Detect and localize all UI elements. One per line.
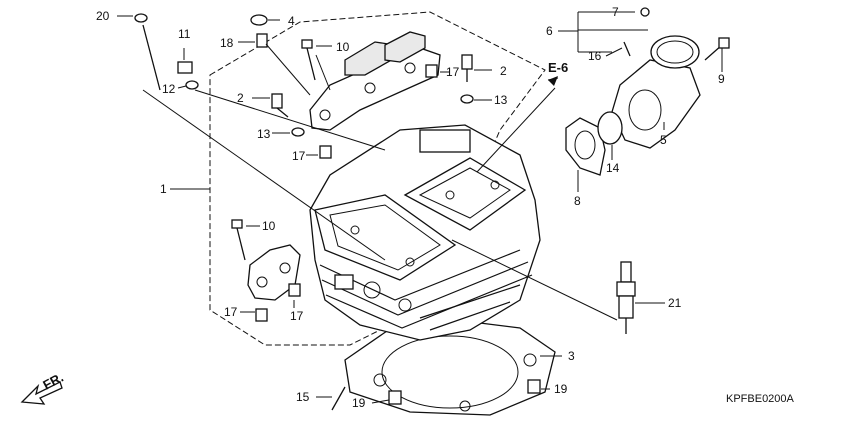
intake-insulator-part [565,7,730,176]
rocker-holder-lower [247,244,301,301]
callout-17-lower-right: 17 [290,309,304,323]
callout-13-upper-right: 13 [494,93,508,107]
spark-plug-part [616,261,636,334]
callout-14: 14 [606,161,620,175]
callout-1: 1 [160,182,167,196]
callout-20: 20 [96,9,110,23]
callout-12: 12 [162,82,176,96]
callout-17-upper-right: 17 [446,65,460,79]
arrow-down-left-icon [20,381,63,405]
callout-19-left: 19 [352,396,366,410]
leader-lines [117,11,723,404]
callout-2-left: 2 [237,91,244,105]
callout-19-right: 19 [554,382,568,396]
callout-13-left: 13 [257,127,271,141]
stud-bolt-part [134,13,161,91]
callout-6: 6 [546,24,553,38]
callout-17-lower-left: 17 [224,305,238,319]
callout-21: 21 [668,296,682,310]
rocker-holder-upper [309,31,441,131]
callout-8: 8 [574,194,581,208]
reference-e6: E-6 [548,60,568,75]
callout-9: 9 [718,72,725,86]
callout-7: 7 [612,5,619,19]
callout-15: 15 [296,390,310,404]
callout-3: 3 [568,349,575,363]
reference-arrowhead [548,76,558,86]
callout-4: 4 [288,14,295,28]
fastener-parts [177,14,541,411]
callout-5: 5 [660,133,667,147]
cylinder-head-part [309,124,541,341]
callout-18: 18 [220,36,234,50]
callout-10-upper: 10 [336,40,350,54]
diagram-code: KPFBE0200A [726,393,795,405]
callout-11: 11 [178,27,191,41]
callout-2-upper-right: 2 [500,64,507,78]
callout-16: 16 [588,49,602,63]
callout-17-mid: 17 [292,149,306,163]
callout-10-lower: 10 [262,219,276,233]
